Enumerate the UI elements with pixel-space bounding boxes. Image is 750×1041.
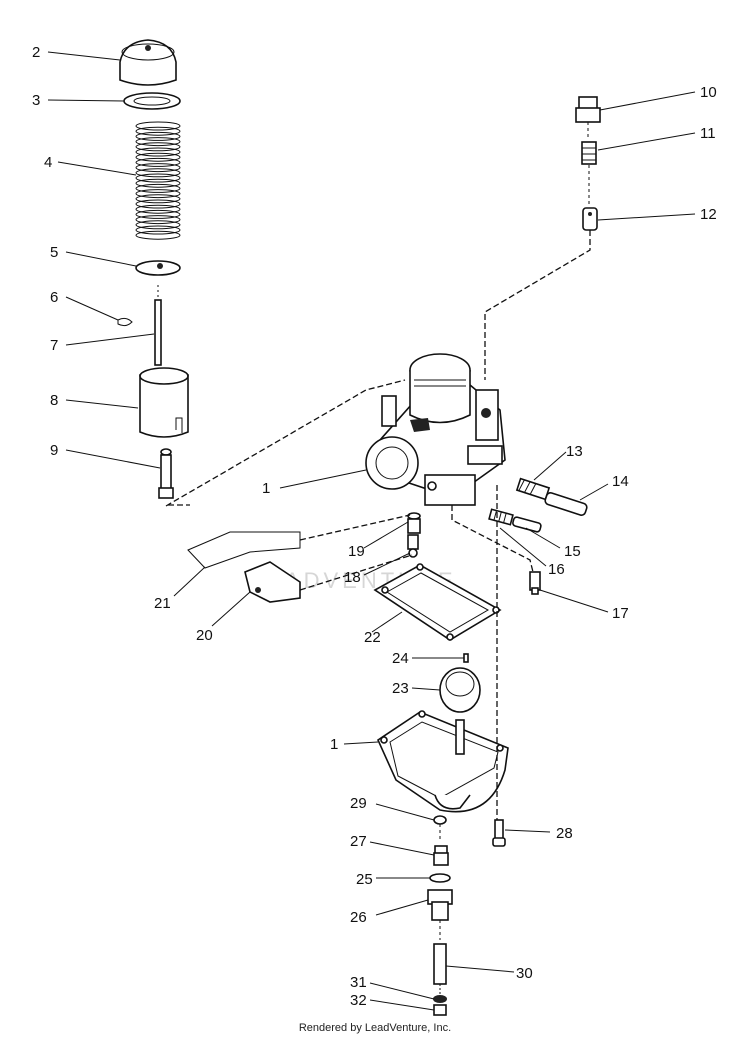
callout-3: 3 [32, 92, 40, 109]
callout-5: 5 [50, 244, 58, 261]
part-5-retainer [135, 260, 181, 276]
callout-1-bowl: 1 [330, 736, 338, 753]
callout-31: 31 [350, 974, 367, 991]
part-15-spring [488, 508, 514, 526]
callout-18: 18 [344, 569, 361, 586]
spring-coil [135, 225, 181, 235]
part-27-jet [433, 845, 449, 866]
callout-1-body: 1 [262, 480, 270, 497]
part-19-seat [407, 512, 421, 534]
part-32-nut [433, 1004, 447, 1016]
part-28-screw [492, 819, 506, 847]
part-13-idle-screw [515, 477, 551, 501]
part-10-adjuster [575, 96, 601, 140]
part-1-float-bowl [376, 710, 509, 813]
callout-24: 24 [392, 650, 409, 667]
part-31-main-jet [433, 995, 447, 1003]
spring-coil [135, 209, 181, 219]
callout-32: 32 [350, 992, 367, 1009]
part-22-float-bowl-gasket [373, 563, 502, 641]
callout-20: 20 [196, 627, 213, 644]
callout-13: 13 [566, 443, 583, 460]
part-25-o-ring [429, 873, 451, 883]
part-1-carburetor-body [365, 353, 506, 506]
callout-27: 27 [350, 833, 367, 850]
spring-coil [135, 194, 181, 204]
render-credit: Rendered by LeadVenture, Inc. [298, 1022, 452, 1034]
spring-coil [135, 173, 181, 183]
part-17-jet [529, 571, 541, 595]
spring-coil [135, 126, 181, 136]
part-16-pilot-screw [512, 516, 542, 533]
spring-coil [135, 121, 181, 131]
part-21-gasket [187, 531, 301, 569]
part-9-screw [158, 448, 174, 499]
spring-coil [135, 131, 181, 141]
spring-coil [135, 142, 181, 152]
part-7-needle [154, 285, 162, 366]
callout-7: 7 [50, 337, 58, 354]
callout-19: 19 [348, 543, 365, 560]
callout-8: 8 [50, 392, 58, 409]
part-26-jet-holder [427, 889, 453, 940]
spring-coil [135, 204, 181, 214]
callout-29: 29 [350, 795, 367, 812]
spring-coil [135, 230, 181, 240]
spring-coil [135, 178, 181, 188]
part-4-spring [135, 121, 181, 240]
part-20-plate [244, 561, 301, 603]
callout-25: 25 [356, 871, 373, 888]
part-30-emulsion-tube [433, 943, 447, 994]
callout-6: 6 [50, 289, 58, 306]
callout-leaders [47, 51, 696, 1011]
part-2-cap [119, 39, 177, 86]
spring-coil [135, 147, 181, 157]
spring-coil [135, 183, 181, 193]
part-12-cable-cap [582, 207, 598, 231]
spring-coil [135, 152, 181, 162]
callout-16: 16 [548, 561, 565, 578]
callout-10: 10 [700, 84, 717, 101]
callout-21: 21 [154, 595, 171, 612]
callout-17: 17 [612, 605, 629, 622]
spring-coil [135, 215, 181, 225]
part-6-clip [117, 317, 133, 327]
callout-4: 4 [44, 154, 52, 171]
callout-26: 26 [350, 909, 367, 926]
callout-labels: 2 3 4 5 6 7 8 9 1 10 11 12 13 14 15 16 1… [32, 44, 717, 1009]
part-29-washer [433, 815, 447, 842]
alignment-lines [165, 230, 591, 820]
callout-14: 14 [612, 473, 629, 490]
callout-9: 9 [50, 442, 58, 459]
part-23-float [439, 667, 481, 713]
spring-coil [135, 163, 181, 173]
callout-12: 12 [700, 206, 717, 223]
spring-coil [135, 199, 181, 209]
callout-22: 22 [364, 629, 381, 646]
part-14-screw [544, 492, 588, 516]
spring-coil [135, 189, 181, 199]
spring-coil [135, 220, 181, 230]
part-3-washer [123, 92, 181, 110]
callout-30: 30 [516, 965, 533, 982]
spring-coil [135, 137, 181, 147]
callout-11: 11 [700, 125, 716, 142]
callout-28: 28 [556, 825, 573, 842]
callout-15: 15 [564, 543, 581, 560]
part-11-nut [581, 141, 597, 205]
part-8-throttle-slide [139, 367, 189, 438]
spring-coil [135, 157, 181, 167]
callout-2: 2 [32, 44, 40, 61]
callout-23: 23 [392, 680, 409, 697]
spring-coil [135, 168, 181, 178]
part-24-pin [463, 653, 469, 663]
